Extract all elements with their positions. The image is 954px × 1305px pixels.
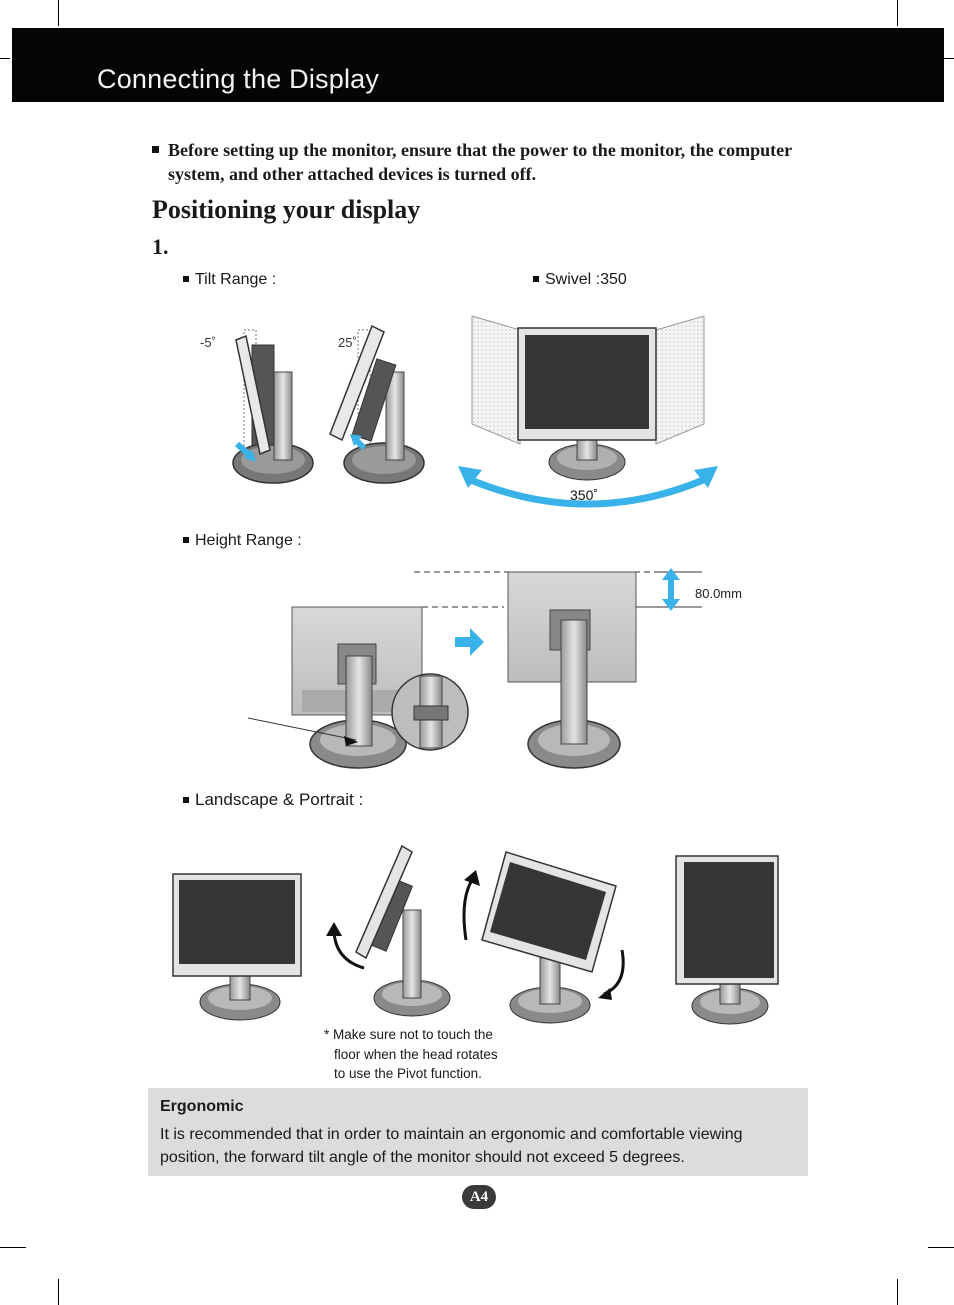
tilt-range-label: Tilt Range : xyxy=(183,271,276,289)
height-range-label: Height Range : xyxy=(183,532,302,550)
intro-warning: Before setting up the monitor, ensure th… xyxy=(152,138,832,186)
crop-mark xyxy=(58,0,59,26)
rotate-arrow-icon xyxy=(332,931,365,970)
pivot-note: * Make sure not to touch the floor when … xyxy=(324,1025,498,1084)
swivel-illustration: 350˚ xyxy=(458,315,718,508)
rotate-arrow-icon xyxy=(462,879,474,941)
tilt-angle-back: -5˚ xyxy=(200,335,216,350)
arrow-right-icon xyxy=(455,628,484,656)
note-line-1: * Make sure not to touch the xyxy=(324,1027,493,1042)
height-value: 80.0mm xyxy=(695,586,742,601)
swivel-angle: 350˚ xyxy=(570,487,598,503)
bullet-square-icon xyxy=(533,275,539,282)
tilt-forward-illustration: 25˚ xyxy=(329,324,425,484)
crop-mark xyxy=(0,58,10,59)
pivot-illustration xyxy=(172,844,779,1025)
intro-line-1: Before setting up the monitor, ensure th… xyxy=(152,138,832,162)
header-bar xyxy=(12,28,944,102)
tilt-angle-forward: 25˚ xyxy=(338,335,357,350)
section-title: Positioning your display xyxy=(152,195,421,224)
page-number: A4 xyxy=(462,1185,496,1209)
step-number: 1. xyxy=(152,234,169,259)
swivel-label: Swivel :350 xyxy=(533,271,627,289)
page-title: Connecting the Display xyxy=(97,64,380,94)
crop-mark xyxy=(0,1247,26,1248)
pointer-arrow-icon xyxy=(344,736,358,746)
note-line-3: to use the Pivot function. xyxy=(334,1066,482,1081)
note-line-2: floor when the head rotates xyxy=(334,1046,498,1062)
ergonomic-title: Ergonomic xyxy=(160,1098,244,1115)
ergonomic-box: Ergonomic It is recommended that in orde… xyxy=(148,1088,808,1176)
crop-mark xyxy=(897,0,898,26)
ergonomic-body: It is recommended that in order to maint… xyxy=(160,1123,780,1169)
bullet-square-icon xyxy=(152,146,159,154)
ergonomic-line-2: position, the forward tilt angle of the … xyxy=(160,1149,685,1166)
crop-mark xyxy=(897,1279,898,1305)
ergonomic-line-1: It is recommended that in order to maint… xyxy=(160,1126,743,1143)
crop-mark xyxy=(928,1247,954,1248)
bullet-square-icon xyxy=(183,536,189,543)
tilt-back-illustration: -5˚ xyxy=(200,329,314,484)
bullet-square-icon xyxy=(183,796,189,803)
landscape-portrait-label: Landscape & Portrait : xyxy=(183,790,363,810)
height-illustration: 80.0mm xyxy=(247,568,742,769)
bullet-square-icon xyxy=(183,275,189,282)
crop-mark xyxy=(944,58,954,59)
rotate-arrow-icon xyxy=(603,949,625,996)
intro-line-2: system, and other attached devices is tu… xyxy=(168,164,537,184)
crop-mark xyxy=(58,1279,59,1305)
swivel-arrow-icon xyxy=(464,474,710,508)
